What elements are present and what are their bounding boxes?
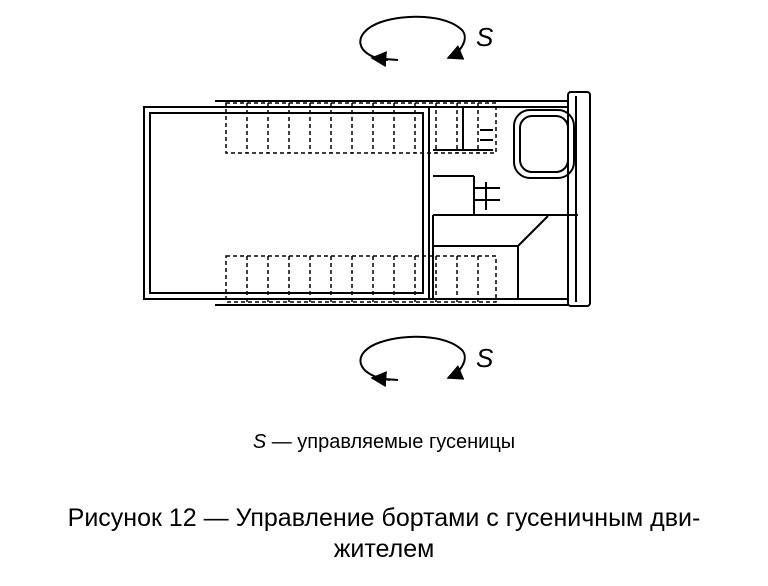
legend: S — управляемые гусеницы — [0, 430, 768, 454]
top-rotation-arrow — [359, 15, 466, 68]
figure-caption: Рисунок 12 — Управление бортами с гусени… — [0, 503, 768, 565]
caption-line-1: Рисунок 12 — Управление бортами с гусени… — [67, 504, 701, 532]
bottom-track-label: S — [476, 343, 494, 373]
top-track-label: S — [476, 22, 494, 52]
top-track — [225, 102, 497, 154]
bottom-rotation-arrow — [359, 335, 466, 388]
legend-text: — управляемые гусеницы — [266, 431, 516, 453]
vehicle-chassis — [143, 91, 591, 307]
legend-symbol: S — [252, 431, 267, 453]
caption-line-2: жителем — [333, 535, 435, 563]
bottom-track — [225, 255, 497, 303]
